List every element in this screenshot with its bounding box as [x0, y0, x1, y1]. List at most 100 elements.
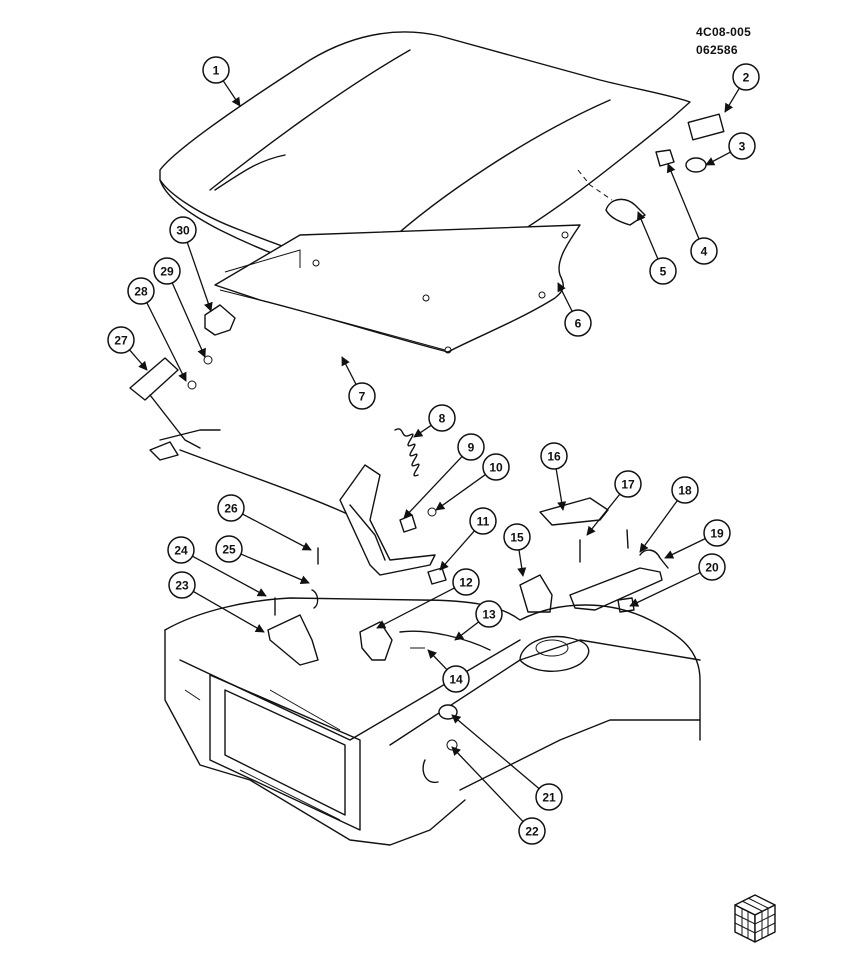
callout-circle-13 — [475, 600, 503, 628]
callout-leader-6 — [557, 282, 573, 312]
callout-number-11: 11 — [477, 515, 490, 529]
callout-number-8: 8 — [439, 412, 446, 426]
callout-leader-22 — [451, 746, 524, 823]
callout-leader-13 — [454, 621, 480, 641]
callout-leader-3 — [705, 151, 731, 166]
callout-leader-19 — [664, 538, 706, 559]
callout-number-2: 2 — [743, 71, 750, 85]
callout-circle-17 — [614, 470, 642, 498]
callout-circle-26 — [217, 494, 245, 522]
hood-inner-panel — [214, 224, 581, 354]
callout-leader-14 — [427, 649, 448, 671]
hood-support-rod — [179, 449, 436, 576]
callout-leader-25 — [240, 553, 310, 584]
callout-leader-18 — [639, 500, 678, 553]
callout-leader-26 — [242, 513, 312, 551]
callout-leader-21 — [451, 714, 540, 790]
callout-number-9: 9 — [468, 441, 475, 455]
callout-number-6: 6 — [575, 317, 582, 331]
callout-number-23: 23 — [175, 579, 189, 593]
illustration-code: 4C08-005 — [696, 25, 752, 39]
callout-circle-14 — [442, 665, 470, 693]
callout-circle-19 — [703, 519, 731, 547]
front-end-structure — [164, 597, 701, 846]
callout-leader-4 — [666, 163, 700, 240]
callout-circle-4 — [690, 237, 718, 265]
callout-circle-24 — [167, 536, 195, 564]
callout-leader-9 — [403, 456, 463, 519]
callout-circle-18 — [671, 476, 699, 504]
callout-number-20: 20 — [705, 561, 719, 575]
callout-number-1: 1 — [213, 64, 220, 78]
callout-leader-28 — [146, 302, 187, 382]
callout-circle-20 — [698, 553, 726, 581]
callout-number-26: 26 — [224, 502, 238, 516]
callout-circle-27 — [107, 326, 135, 354]
callout-circle-11 — [469, 507, 497, 535]
callout-circle-21 — [535, 783, 563, 811]
callout-number-22: 22 — [525, 825, 539, 839]
callout-number-4: 4 — [701, 245, 708, 259]
callout-number-30: 30 — [176, 224, 190, 238]
callout-leader-17 — [586, 493, 621, 536]
callout-leader-24 — [192, 555, 267, 597]
callout-leader-20 — [629, 571, 701, 607]
callout-circle-6 — [564, 309, 592, 337]
hood-latch-assembly — [519, 497, 669, 613]
hinge-fasteners — [399, 507, 447, 585]
callout-circle-2 — [732, 63, 760, 91]
callout-circle-30 — [169, 216, 197, 244]
callout-number-3: 3 — [739, 140, 746, 154]
hood-spring — [394, 428, 420, 477]
callout-number-15: 15 — [510, 531, 524, 545]
callout-circle-28 — [127, 277, 155, 305]
callout-number-29: 29 — [160, 265, 174, 279]
callout-number-5: 5 — [660, 265, 667, 279]
hood-hinge — [129, 304, 236, 461]
callout-circle-5 — [649, 257, 677, 285]
callout-circle-15 — [503, 523, 531, 551]
callout-leader-30 — [186, 242, 213, 312]
callout-circle-10 — [482, 453, 510, 481]
callout-leader-10 — [435, 474, 486, 511]
callout-leader-27 — [129, 349, 148, 371]
logo-cube-icon — [734, 894, 776, 943]
callout-number-27: 27 — [114, 334, 128, 348]
callout-leader-23 — [192, 590, 265, 633]
callout-circle-9 — [457, 433, 485, 461]
callout-number-18: 18 — [678, 484, 692, 498]
callout-leader-1 — [222, 80, 241, 107]
callout-circle-22 — [518, 817, 546, 845]
callout-leader-15 — [517, 549, 527, 577]
callout-number-13: 13 — [482, 608, 496, 622]
callout-circle-23 — [168, 571, 196, 599]
callout-leader-12 — [376, 587, 455, 629]
callout-number-16: 16 — [547, 450, 561, 464]
callout-number-24: 24 — [174, 544, 188, 558]
callout-number-17: 17 — [621, 478, 635, 492]
callout-circle-29 — [153, 257, 181, 285]
callout-leader-7 — [341, 356, 357, 385]
callout-leader-29 — [171, 282, 206, 358]
callout-circle-1 — [202, 56, 230, 84]
callout-number-7: 7 — [359, 390, 366, 404]
callout-number-14: 14 — [449, 673, 463, 687]
callout-number-19: 19 — [710, 527, 724, 541]
callout-leader-8 — [413, 424, 432, 438]
callout-circle-12 — [452, 568, 480, 596]
callout-number-21: 21 — [542, 791, 556, 805]
callout-circle-8 — [428, 404, 456, 432]
callout-leader-16 — [555, 468, 567, 511]
callout-circle-16 — [540, 442, 568, 470]
callout-leader-5 — [637, 211, 659, 260]
callout-circle-7 — [348, 382, 376, 410]
callout-leader-2 — [724, 87, 740, 113]
callout-number-28: 28 — [134, 285, 148, 299]
callout-circle-3 — [728, 132, 756, 160]
callout-number-12: 12 — [459, 576, 473, 590]
callout-leader-11 — [439, 530, 475, 571]
callout-number-25: 25 — [222, 543, 236, 557]
callout-number-10: 10 — [489, 461, 503, 475]
